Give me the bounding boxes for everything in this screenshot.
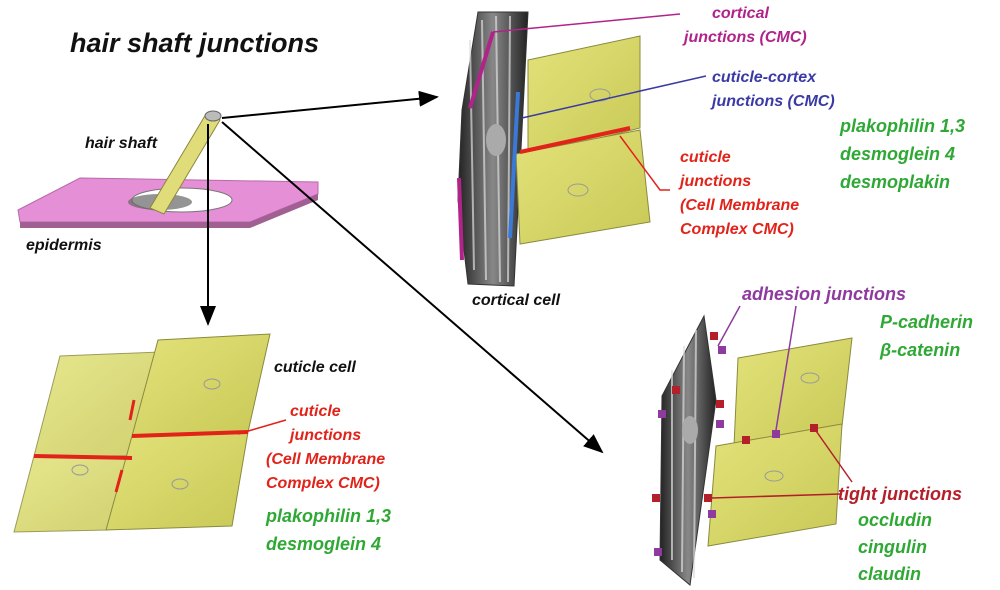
epidermis-edge [20, 194, 318, 228]
tight-junctions-label: tight junctions [838, 484, 962, 504]
cuticle-junction-line-front [131, 430, 249, 438]
hair-shaft-body [149, 113, 221, 215]
cortical-cuticle-junctions-label: cuticle junctions (Cell Membrane Complex… [678, 149, 804, 238]
cortical-junction-line-bottom [457, 177, 464, 261]
hair-shaft-tip [204, 110, 222, 122]
cuticle-junctions-label: cuticle junctions (Cell Membrane Complex… [266, 403, 390, 492]
diagram-title: hair shaft junctions [70, 28, 319, 58]
cortical-upper-cuticle-cell [527, 35, 641, 157]
cuticle-proteins-label: plakophilin 1,3 desmoglein 4 [265, 506, 396, 554]
adhesion-lower-cell [707, 423, 843, 547]
tight-proteins-label: occludin cingulin claudin [858, 510, 937, 584]
cortical-junctions-label: cortical junctions (CMC) [682, 5, 807, 46]
cortical-junction-line-top [468, 31, 495, 109]
arrow-to-cortical [221, 90, 439, 119]
hair-shaft-label: hair shaft [85, 135, 158, 152]
cuticle-front-upper-cell [131, 333, 271, 437]
cortical-proteins-label: plakophilin 1,3 desmoglein 4 desmoplakin [839, 116, 970, 192]
cuticle-junction-line-back [33, 454, 133, 460]
cortical-cell-label: cortical cell [472, 292, 561, 309]
cuticle-cortex-junctions-label: cuticle-cortex junctions (CMC) [710, 69, 835, 110]
adhesion-junctions-label: adhesion junctions [742, 284, 906, 304]
adhesion-junction-markers [654, 346, 780, 556]
epidermis-label: epidermis [26, 237, 102, 254]
cuticle-junction-line [519, 126, 631, 154]
cuticle-cortex-junction-line [508, 91, 520, 239]
cortical-lower-cuticle-cell [515, 129, 651, 245]
adhesion-cortical-body [659, 314, 717, 586]
cuticle-cell-panel [13, 333, 287, 533]
arrow-to-adhesion [221, 121, 604, 454]
cortical-cell-panel [457, 11, 707, 287]
hair-shaft-illustration [17, 110, 319, 228]
cuticle-cell-label: cuticle cell [274, 359, 356, 376]
adhesion-panel [652, 305, 853, 586]
adhesion-proteins-label: P-cadherin β-catenin [879, 312, 978, 360]
